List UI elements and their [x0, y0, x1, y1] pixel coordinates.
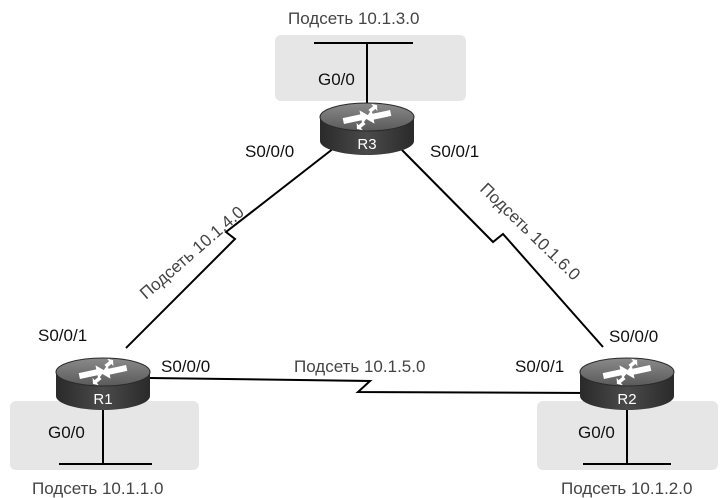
- r2-if-to-r3-label: S0/0/0: [609, 327, 658, 346]
- r1-lan-interface-label: G0/0: [48, 423, 85, 442]
- router-r1-name: R1: [93, 391, 112, 408]
- lan-segment-top: [314, 42, 413, 108]
- lan-box-left: [10, 401, 199, 470]
- lan-segment-right: [583, 405, 671, 465]
- lan-box-top: [275, 35, 466, 101]
- router-r3-name: R3: [357, 136, 376, 153]
- subnet-label-top: Подсеть 10.1.3.0: [288, 9, 419, 28]
- serial-link-r1-r2: [149, 377, 591, 394]
- r3-if-to-r2-label: S0/0/1: [430, 142, 479, 161]
- router-r2-name: R2: [617, 391, 636, 408]
- router-r1[interactable]: R1: [55, 356, 151, 410]
- lan-segment-left: [59, 405, 152, 465]
- router-r3[interactable]: R3: [319, 101, 415, 155]
- r2-lan-interface-label: G0/0: [578, 423, 615, 442]
- r1-if-to-r2-label: S0/0/0: [161, 357, 210, 376]
- r1-if-to-r3-label: S0/0/1: [38, 326, 87, 345]
- subnet-label-r1-r3: Подсеть 10.1.4.0: [136, 202, 248, 303]
- r3-if-to-r1-label: S0/0/0: [245, 142, 294, 161]
- router-r2[interactable]: R2: [579, 356, 675, 410]
- subnet-label-r2-r3: Подсеть 10.1.6.0: [476, 179, 584, 284]
- subnet-label-left: Подсеть 10.1.1.0: [32, 479, 163, 498]
- r3-lan-interface-label: G0/0: [318, 70, 355, 89]
- r2-if-to-r1-label: S0/0/1: [515, 357, 564, 376]
- subnet-label-right: Подсеть 10.1.2.0: [561, 479, 692, 498]
- serial-link-r1-r3: [125, 147, 335, 349]
- serial-link-r2-r3: [401, 149, 604, 348]
- subnet-label-r1-r2: Подсеть 10.1.5.0: [294, 357, 425, 376]
